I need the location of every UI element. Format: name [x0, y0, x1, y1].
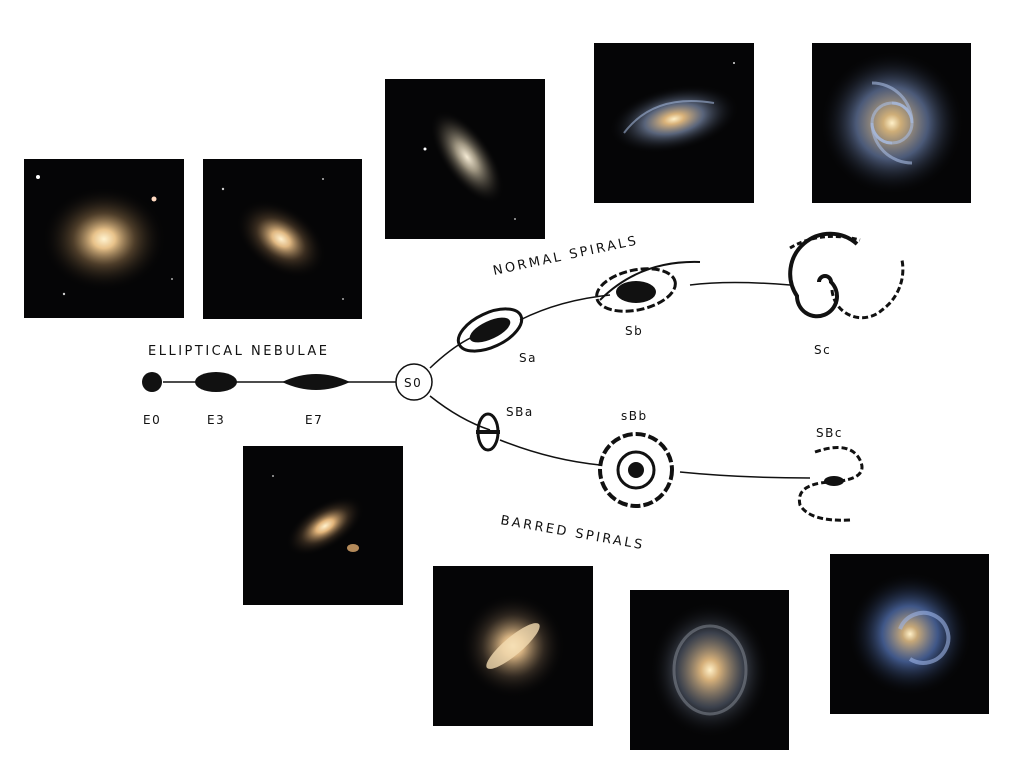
sbc-symbol — [797, 446, 864, 522]
e3-label: E3 — [207, 413, 225, 427]
normal-spirals-title: NORMAL SPIRALS — [492, 233, 640, 279]
sa-symbol — [456, 307, 524, 353]
sbb-symbol — [598, 432, 674, 508]
sbc-label: SBc — [816, 426, 843, 440]
elliptical-title: ELLIPTICAL NEBULAE — [148, 344, 330, 359]
barred-branch-line — [429, 395, 811, 479]
e3-galaxy-photo — [203, 159, 362, 319]
e3-symbol — [195, 372, 237, 392]
barred-spirals-title: BARRED SPIRALS — [499, 513, 645, 553]
e7-symbol — [282, 374, 350, 390]
sbc-galaxy-photo — [830, 554, 989, 714]
sbb-galaxy-photo — [630, 590, 789, 750]
sa-galaxy-photo — [594, 43, 754, 203]
e0-galaxy-photo — [24, 159, 184, 318]
sc-symbol — [788, 231, 905, 320]
sb-galaxy-photo — [812, 43, 971, 203]
sbb-label: sBb — [621, 409, 648, 423]
sa-label: Sa — [519, 351, 537, 365]
s0-node — [395, 363, 433, 401]
e0-label: E0 — [143, 413, 161, 427]
sb-label: Sb — [625, 324, 643, 338]
sc-label: Sc — [814, 343, 831, 357]
e7-label: E7 — [305, 413, 323, 427]
e7-galaxy-photo — [243, 446, 403, 605]
sb-symbol — [595, 260, 701, 313]
sba-label: SBa — [506, 405, 534, 419]
sba-galaxy-photo — [433, 566, 593, 726]
s0-label: S0 — [404, 376, 422, 390]
s0-galaxy-photo — [385, 79, 545, 239]
sba-symbol — [476, 412, 500, 452]
e0-symbol — [142, 372, 162, 392]
